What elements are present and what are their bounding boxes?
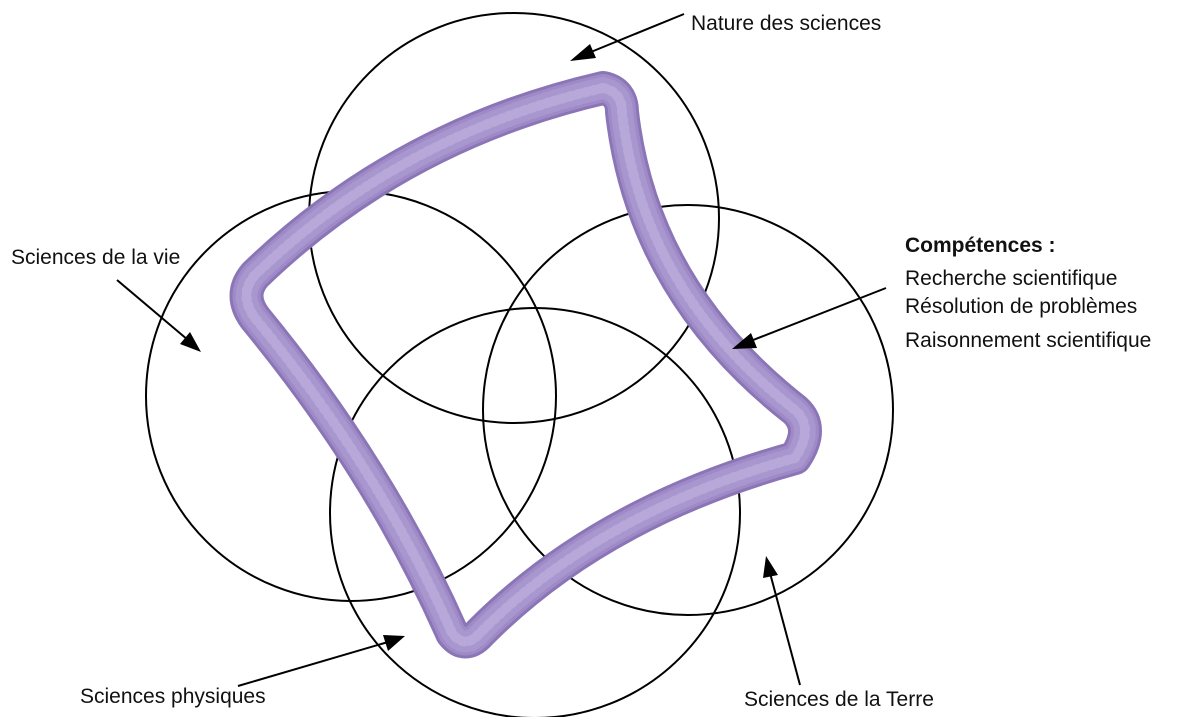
label-sciences-de-la-vie: Sciences de la vie bbox=[11, 246, 180, 269]
arrow-nature bbox=[570, 13, 685, 61]
label-nature-des-sciences: Nature des sciences bbox=[691, 12, 881, 35]
competence-item: Recherche scientifique bbox=[905, 267, 1117, 290]
arrow-physiques bbox=[237, 635, 405, 687]
arrow-competences bbox=[732, 287, 887, 349]
band-texture-fine bbox=[235, 77, 816, 653]
competences-heading: Compétences : bbox=[905, 234, 1056, 257]
arrow-terre bbox=[763, 556, 801, 686]
competence-item: Raisonnement scientifique bbox=[905, 329, 1151, 352]
circle-sciences-physiques bbox=[329, 307, 741, 717]
competences-band bbox=[229, 71, 822, 659]
label-sciences-physiques: Sciences physiques bbox=[80, 685, 266, 708]
band-outer-stroke bbox=[229, 71, 822, 659]
band-texture bbox=[241, 83, 810, 647]
label-sciences-de-la-terre: Sciences de la Terre bbox=[744, 688, 934, 711]
arrow-vie bbox=[116, 279, 201, 352]
circle-sciences-de-la-vie bbox=[145, 190, 557, 602]
circle-sciences-de-la-terre bbox=[482, 204, 894, 616]
competence-item: Résolution de problèmes bbox=[905, 295, 1137, 318]
